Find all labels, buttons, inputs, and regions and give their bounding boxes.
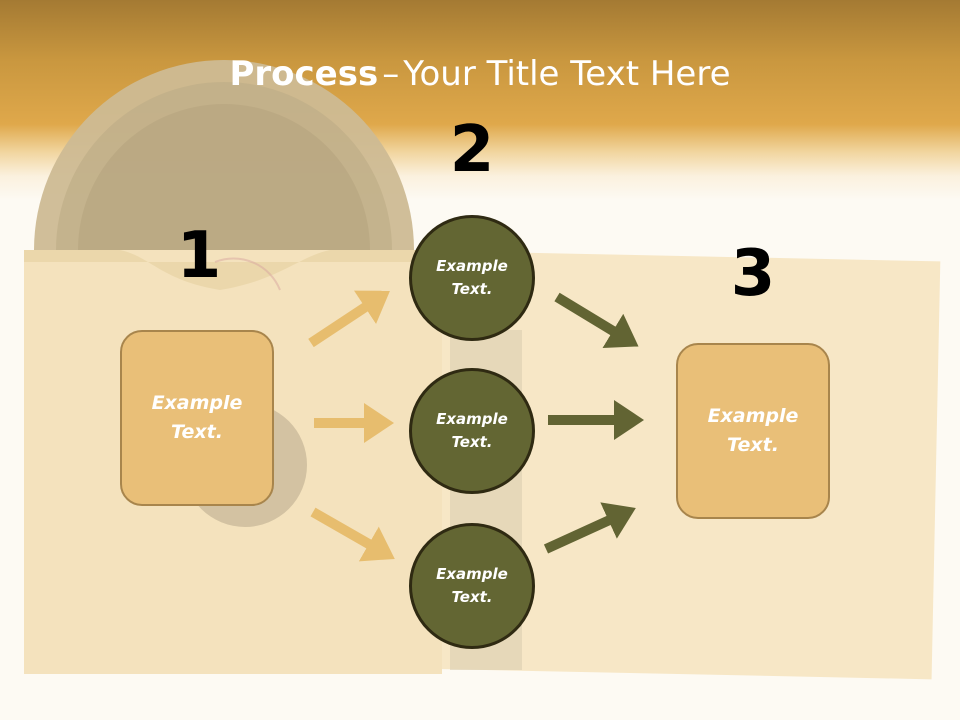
step-number-3: 3 <box>730 237 776 311</box>
slide-title: Process–Your Title Text Here <box>0 52 960 96</box>
step-3-box: Example Text. <box>676 343 830 519</box>
step-2-circle-middle-text: Example Text. <box>436 410 508 451</box>
step-2-circle-bottom-text: Example Text. <box>436 565 508 606</box>
arrow-right-down <box>554 292 639 348</box>
arrow-left-down <box>310 507 395 562</box>
title-bold-part: Process <box>229 54 379 94</box>
step-2-circle-middle: Example Text. <box>409 368 535 494</box>
step-number-1: 1 <box>176 219 222 293</box>
step-number-2: 2 <box>449 113 495 187</box>
step-2-circle-top-text: Example Text. <box>436 257 508 298</box>
arrow-right-up <box>543 502 636 554</box>
arrow-left-up <box>308 290 391 348</box>
title-rest-part: Your Title Text Here <box>403 54 731 94</box>
title-dash: – <box>382 54 400 94</box>
step-2-circle-top: Example Text. <box>409 215 535 341</box>
step-1-box-text: Example Text. <box>151 392 243 443</box>
step-1-box: Example Text. <box>120 330 274 506</box>
step-3-box-text: Example Text. <box>707 405 799 456</box>
step-2-circle-bottom: Example Text. <box>409 523 535 649</box>
